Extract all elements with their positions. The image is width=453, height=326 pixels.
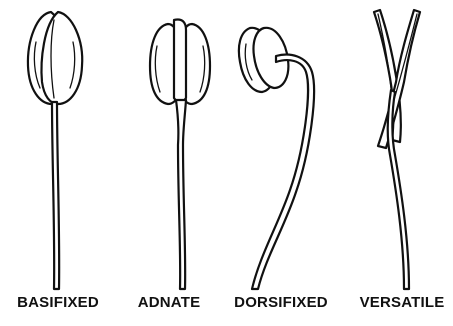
dorsifixed-anther bbox=[239, 28, 314, 289]
label-adnate: ADNATE bbox=[138, 294, 201, 312]
basifixed-anther bbox=[28, 12, 82, 289]
adnate-anther bbox=[150, 19, 210, 289]
versatile-anther bbox=[374, 10, 420, 289]
label-basifixed: BASIFIXED bbox=[17, 294, 99, 312]
label-dorsifixed: DORSIFIXED bbox=[234, 294, 328, 312]
label-versatile: VERSATILE bbox=[360, 294, 445, 312]
